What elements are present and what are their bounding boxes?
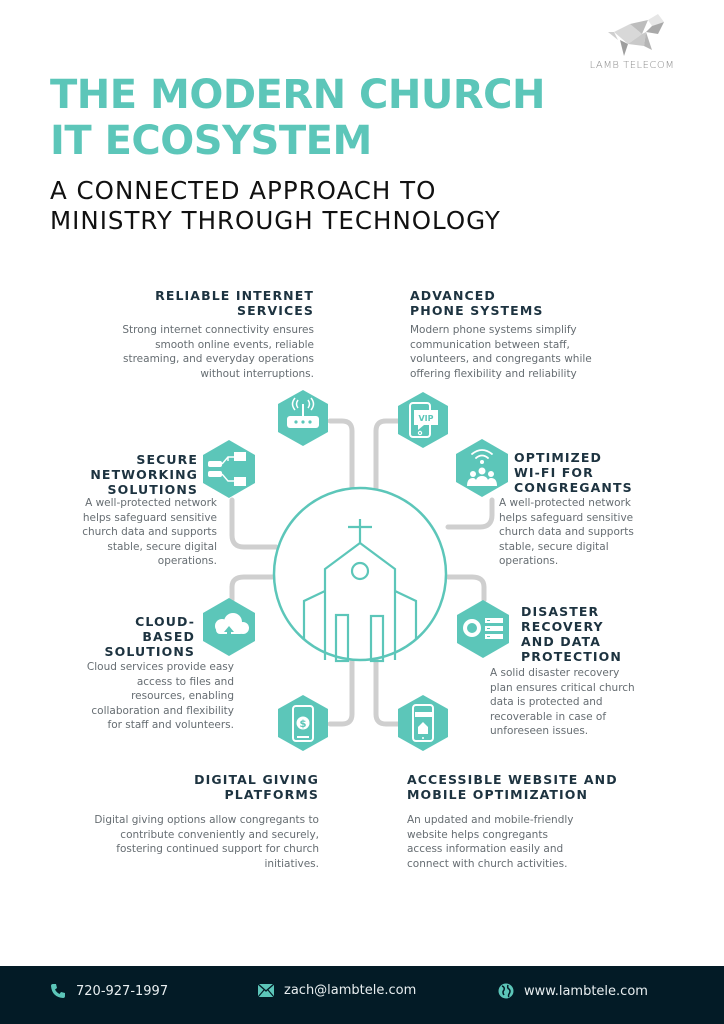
svg-text:VIP: VIP [418,414,433,423]
section-internet: RELIABLE INTERNET SERVICES Strong intern… [100,288,314,381]
mobile-dollar-icon: $ [278,695,328,751]
section-disaster-desc: A solid disaster recovery plan ensures c… [490,666,660,739]
mobile-church-icon [398,695,448,751]
email-icon [258,984,274,997]
section-title: RELIABLE INTERNET SERVICES [155,288,314,318]
section-wifi: OPTIMIZED WI-FI FOR CONGREGANTS [514,450,654,495]
section-description: An updated and mobile-friendly website h… [407,814,574,870]
section-description: A well-protected network helps safeguard… [499,497,634,567]
section-description: Modern phone systems simplify communicat… [410,324,592,380]
title-line-2: IT ECOSYSTEM [50,118,372,164]
connector-lines [229,418,495,727]
router-icon [278,390,328,446]
section-title: ADVANCED PHONE SYSTEMS [410,288,544,318]
origami-lamb-icon [608,14,664,56]
wifi-group-icon [456,439,508,497]
section-title: CLOUD- BASED SOLUTIONS [104,614,195,659]
cloud-upload-icon [203,598,255,656]
section-cloud-desc: Cloud services provide easy access to fi… [60,660,234,733]
email-address: zach@lambtele.com [284,983,417,998]
section-networking: SECURE NETWORKING SOLUTIONS [60,452,198,497]
section-title: DISASTER RECOVERY AND DATA PROTECTION [521,604,622,664]
phone-number: 720-927-1997 [76,983,169,999]
title-line-1: THE MODERN CHURCH [50,72,546,118]
section-wifi-desc: A well-protected network helps safeguard… [499,496,659,569]
section-description: Strong internet connectivity ensures smo… [122,324,314,380]
section-title: SECURE NETWORKING SOLUTIONS [90,452,198,497]
section-title: DIGITAL GIVING PLATFORMS [194,772,319,802]
section-disaster: DISASTER RECOVERY AND DATA PROTECTION [521,604,661,664]
section-networking-desc: A well-protected network helps safeguard… [60,496,217,569]
phone-icon [51,984,65,998]
section-description: A solid disaster recovery plan ensures c… [490,667,635,737]
church-icon [272,486,448,663]
section-description: Cloud services provide easy access to fi… [86,661,234,731]
lifebuoy-server-icon [457,600,509,658]
section-giving: DIGITAL GIVING PLATFORMS Digital giving … [60,772,319,871]
lamb-telecom-logo: LAMB TELECOM [572,10,692,78]
subtitle-line-1: A CONNECTED APPROACH TO [50,176,437,205]
section-title: OPTIMIZED WI-FI FOR CONGREGANTS [514,450,633,495]
section-phone: ADVANCED PHONE SYSTEMS Modern phone syst… [410,288,640,381]
page-title: THE MODERN CHURCH IT ECOSYSTEM [50,72,546,164]
globe-icon [498,983,514,999]
section-title: ACCESSIBLE WEBSITE AND MOBILE OPTIMIZATI… [407,772,618,802]
network-tree-icon [203,440,255,498]
section-description: A well-protected network helps safeguard… [82,497,217,567]
logo-text: LAMB TELECOM [589,60,675,71]
footer-website[interactable]: www.lambtele.com [498,983,648,999]
footer-email[interactable]: zach@lambtele.com [258,983,416,998]
page-subtitle: A CONNECTED APPROACH TO MINISTRY THROUGH… [50,176,501,236]
vip-phone-icon: VIP [398,392,448,448]
section-description: Digital giving options allow congregants… [94,814,319,870]
subtitle-line-2: MINISTRY THROUGH TECHNOLOGY [50,206,501,235]
website-url: www.lambtele.com [524,983,648,999]
contact-footer: 720-927-1997 zach@lambtele.com www.lambt… [0,966,724,1024]
section-website: ACCESSIBLE WEBSITE AND MOBILE OPTIMIZATI… [407,772,677,871]
svg-text:$: $ [300,719,307,730]
footer-phone[interactable]: 720-927-1997 [50,983,168,999]
section-cloud: CLOUD- BASED SOLUTIONS [60,614,195,659]
